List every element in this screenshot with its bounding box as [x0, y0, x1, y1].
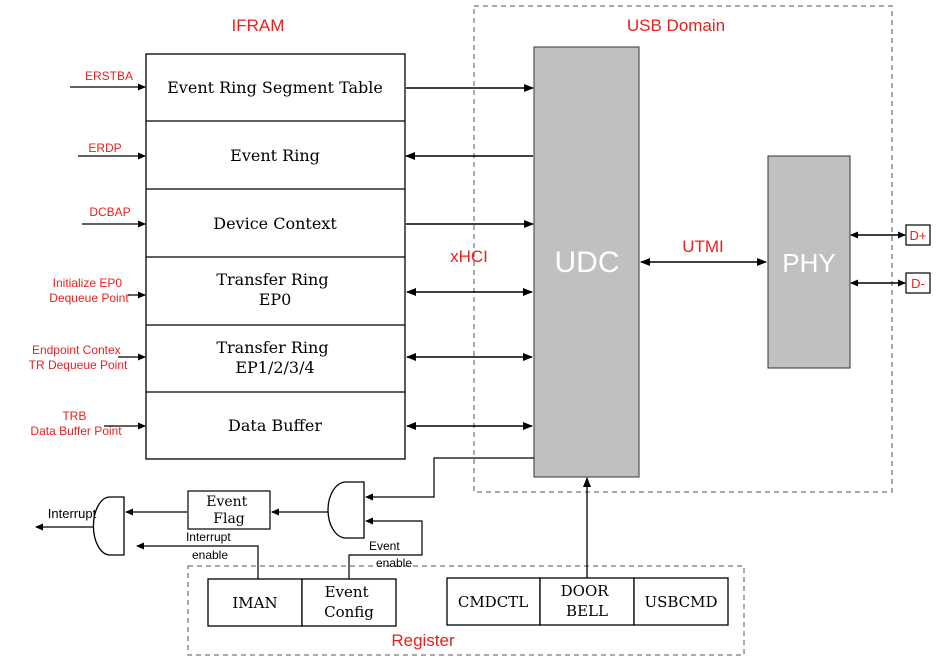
- pointer-erstba: ERSTBA: [85, 69, 133, 83]
- xhci-label: xHCI: [450, 247, 488, 266]
- event-enable-label: Event enable: [369, 539, 412, 570]
- event-flag-label: Event Flag: [206, 494, 252, 527]
- register-cmdctl-box: [446, 577, 541, 626]
- d-minus-box: [905, 272, 931, 294]
- pointer-erdp: ERDP: [88, 141, 121, 155]
- udc-block: [533, 46, 640, 478]
- usb-domain-region: [473, 5, 893, 493]
- register-event-config-box: [301, 578, 397, 627]
- ifram-table: Event Ring Segment Table Event Ring Devi…: [145, 53, 406, 460]
- register-usbcmd: USBCMD: [644, 593, 717, 611]
- event-enable-wire: [348, 517, 423, 579]
- interrupt-enable-wire: [136, 542, 259, 579]
- d-minus-label: D-: [911, 276, 925, 291]
- pointer-data-buffer: TRB Data Buffer Point: [30, 409, 122, 438]
- row-event-ring: Event Ring: [230, 146, 320, 165]
- register-iman: IMAN: [232, 594, 277, 612]
- xhci-arrows: [405, 84, 534, 430]
- row-device-context: Device Context: [213, 214, 337, 233]
- register-usbcmd-box: [633, 577, 729, 626]
- pointer-ep0-dequeue: Initialize EP0 Dequeue Point: [49, 276, 129, 305]
- phy-label: PHY: [782, 248, 835, 278]
- event-flag-box: [187, 490, 271, 530]
- ifram-title: IFRAM: [232, 16, 285, 35]
- pointer-tr-dequeue: Endpoint Contex TR Dequeue Point: [29, 343, 128, 372]
- register-event-config: Event Config: [324, 583, 374, 621]
- register-group-right: CMDCTL DOOR BELL USBCMD: [446, 577, 729, 626]
- register-group-left: IMAN Event Config: [207, 578, 397, 627]
- row-data-buffer: Data Buffer: [228, 416, 322, 435]
- udc-event-wire: [365, 457, 534, 501]
- row-transfer-ring-ep0: Transfer Ring EP0: [216, 270, 333, 309]
- phy-block: [767, 155, 851, 369]
- register-iman-box: [207, 578, 303, 627]
- interrupt-and-gate: [92, 496, 125, 556]
- register-cmdctl: CMDCTL: [458, 593, 528, 611]
- udc-label: UDC: [555, 246, 620, 279]
- pointer-dcbap: DCBAP: [89, 205, 130, 219]
- d-plus-box: [905, 224, 931, 246]
- utmi-label: UTMI: [682, 237, 724, 256]
- row-event-ring-segment-table: Event Ring Segment Table: [167, 78, 383, 97]
- interrupt-label: Interrupt: [48, 506, 97, 521]
- row-transfer-ring-ep1234: Transfer Ring EP1/2/3/4: [216, 338, 333, 377]
- register-doorbell: DOOR BELL: [561, 582, 614, 620]
- usb-domain-title: USB Domain: [627, 16, 725, 35]
- pointer-labels: ERSTBA ERDP DCBAP Initialize EP0 Dequeue…: [29, 69, 146, 438]
- register-title: Register: [391, 631, 455, 650]
- register-doorbell-box: [539, 577, 635, 626]
- d-plus-label: D+: [910, 228, 927, 243]
- register-region: [187, 565, 745, 656]
- interrupt-enable-label: Interrupt enable: [186, 530, 234, 562]
- event-and-gate: [327, 481, 365, 539]
